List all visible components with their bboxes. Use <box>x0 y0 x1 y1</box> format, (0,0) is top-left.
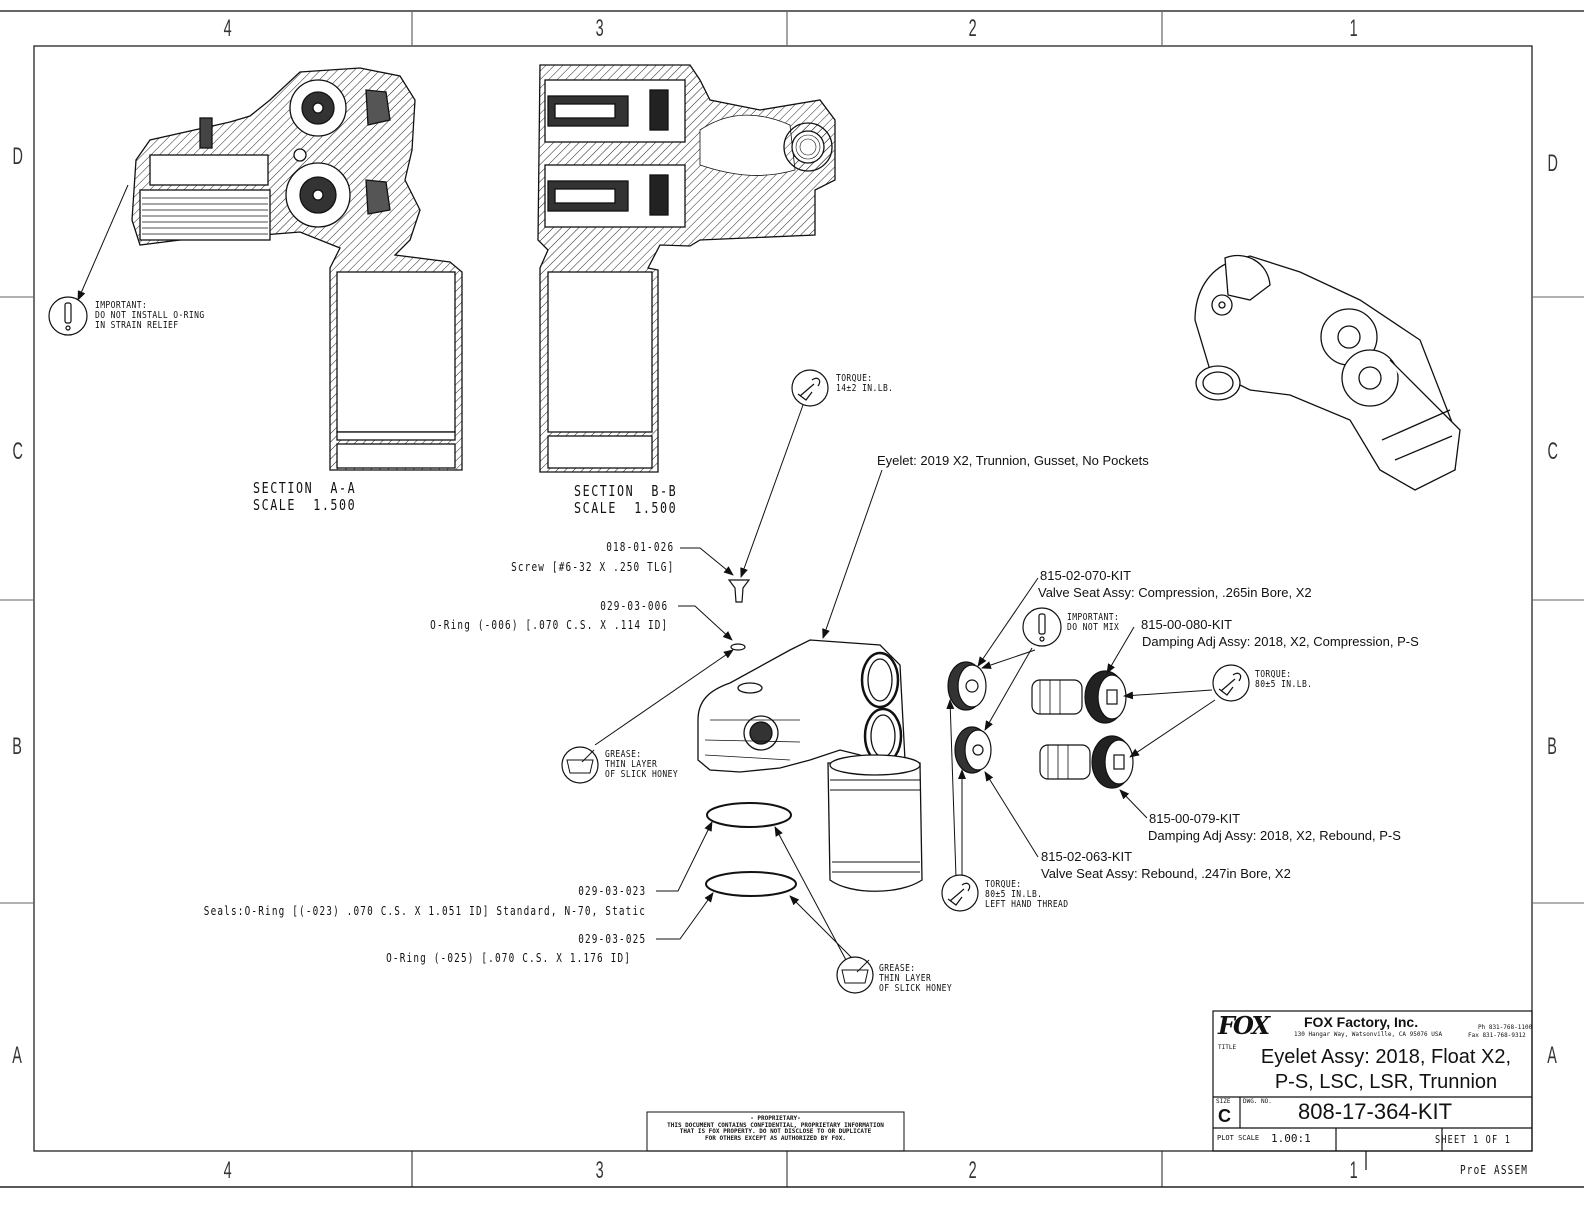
zone-column-label: 4 <box>223 15 232 42</box>
grease-icon <box>841 959 870 984</box>
part-number-callout: 029-03-025 <box>577 932 646 946</box>
zone-column-label: 4 <box>223 1157 232 1184</box>
part-description-callout: O-Ring (-006) [.070 C.S. X .114 ID] <box>429 618 668 632</box>
part-description-callout: Damping Adj Assy: 2018, X2, Compression,… <box>1142 634 1419 649</box>
proprietary-notice: - PROPRIETARY- THIS DOCUMENT CONTAINS CO… <box>667 1115 884 1142</box>
valve-seat-compression-part <box>947 661 987 711</box>
title-label: TITLE <box>1218 1044 1237 1051</box>
zone-column-label: 2 <box>968 1157 977 1184</box>
torque-wrench-icon <box>947 882 971 906</box>
sheet-number: SHEET 1 OF 1 <box>1435 1133 1512 1146</box>
note-torque-screw: TORQUE:14±2 IN.LB. <box>836 373 894 394</box>
grease-icon <box>566 749 595 774</box>
part-number-callout: 815-00-080-KIT <box>1141 617 1233 632</box>
zone-row-label: D <box>12 143 23 170</box>
zone-row-label: C <box>12 438 23 465</box>
section-a-a-view <box>131 67 463 471</box>
zone-column-label: 3 <box>595 15 604 42</box>
section-b-b-view <box>537 64 836 473</box>
drawing-size: C <box>1218 1106 1231 1126</box>
torque-wrench-icon <box>1218 672 1242 696</box>
zone-row-label: B <box>12 733 22 760</box>
company-fax: Fax 831-768-9312 <box>1468 1032 1526 1039</box>
o-ring-006-part <box>730 643 746 651</box>
part-description-callout: Valve Seat Assy: Compression, .265in Bor… <box>1038 585 1312 600</box>
part-number-callout: 018-01-026 <box>605 540 674 554</box>
part-description-callout: Screw [#6-32 X .250 TLG] <box>510 560 674 574</box>
zone-column-label: 2 <box>968 15 977 42</box>
damping-adj-rebound-part <box>1039 735 1134 789</box>
exclamation-icon <box>1038 613 1046 642</box>
company-name: FOX Factory, Inc. <box>1304 1014 1419 1030</box>
zone-column-label: 1 <box>1349 1157 1358 1184</box>
size-label: SIZE <box>1216 1098 1231 1105</box>
plot-scale-label: PLOT SCALE <box>1217 1134 1260 1142</box>
software-label: ProE ASSEM <box>1460 1163 1529 1177</box>
title-block-frame <box>1212 1010 1533 1170</box>
company-phone: Ph 831-768-1100 <box>1478 1024 1533 1031</box>
note-torque-seat: TORQUE:80±5 IN.LB.LEFT HAND THREAD <box>985 879 1069 910</box>
zone-row-label: A <box>1547 1042 1557 1069</box>
zone-row-label: C <box>1547 438 1558 465</box>
o-ring-023-part <box>706 802 792 828</box>
leader-lines <box>77 184 1216 961</box>
exclamation-icon <box>64 302 72 331</box>
part-number-callout: 029-03-006 <box>599 599 668 613</box>
fox-logo: FOX <box>1218 1011 1270 1040</box>
drawing-title-line2: P-S, LSC, LSR, Trunnion <box>1274 1071 1498 1093</box>
isometric-assembly-view <box>1194 254 1461 491</box>
zone-column-label: 1 <box>1349 15 1358 42</box>
plot-scale-value: 1.00:1 <box>1271 1132 1311 1145</box>
zone-column-label: 3 <box>595 1157 604 1184</box>
company-address: 130 Hangar Way, Watsonville, CA 95076 US… <box>1294 1031 1443 1038</box>
o-ring-025-part <box>705 871 797 897</box>
dwg-no-label: DWG. NO. <box>1243 1098 1272 1105</box>
zone-row-label: D <box>1547 150 1558 177</box>
part-description-callout: Damping Adj Assy: 2018, X2, Rebound, P-S <box>1148 828 1401 843</box>
proprietary-box <box>646 1111 905 1152</box>
part-description-callout: O-Ring (-025) [.070 C.S. X 1.176 ID] <box>386 951 631 965</box>
part-description-callout: Seals:O-Ring [(-023) .070 C.S. X 1.051 I… <box>203 904 646 918</box>
screw-part <box>727 579 751 603</box>
valve-seat-rebound-part <box>954 726 992 774</box>
drawing-number: 808-17-364-KIT <box>1298 1099 1453 1124</box>
note-do-not-mix: IMPORTANT:DO NOT MIX <box>1067 612 1120 633</box>
part-description-callout: Eyelet: 2019 X2, Trunnion, Gusset, No Po… <box>877 453 1149 468</box>
zone-row-label: A <box>12 1042 22 1069</box>
part-number-callout: 815-00-079-KIT <box>1149 811 1241 826</box>
zone-row-label: B <box>1547 733 1557 760</box>
damping-adj-compression-part <box>1031 670 1127 724</box>
torque-wrench-icon <box>797 377 821 401</box>
drawing-title-line1: Eyelet Assy: 2018, Float X2, <box>1260 1046 1512 1068</box>
part-description-callout: Valve Seat Assy: Rebound, .247in Bore, X… <box>1041 866 1291 881</box>
note-torque-adjuster: TORQUE:80±5 IN.LB. <box>1255 669 1313 690</box>
eyelet-body-part <box>697 639 923 892</box>
part-number-callout: 815-02-070-KIT <box>1040 568 1132 583</box>
part-number-callout: 029-03-023 <box>577 884 646 898</box>
part-number-callout: 815-02-063-KIT <box>1041 849 1133 864</box>
